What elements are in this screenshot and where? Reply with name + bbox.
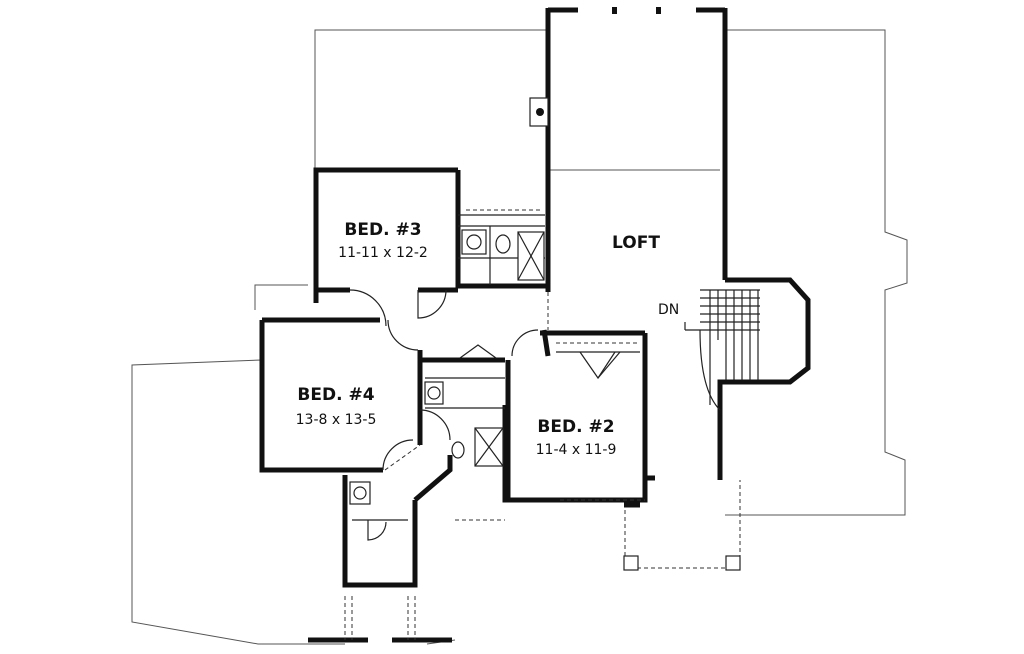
room-label-loft: LOFT (612, 233, 660, 253)
svg-text:11-11 x 12-2: 11-11 x 12-2 (338, 245, 428, 261)
room-label-bed2: BED. #2 11-4 x 11-9 (536, 417, 617, 458)
fixtures (349, 7, 741, 571)
svg-text:13-8 x 13-5: 13-8 x 13-5 (296, 412, 377, 428)
svg-text:11-4 x 11-9: 11-4 x 11-9 (536, 442, 617, 458)
svg-text:BED. #3: BED. #3 (344, 220, 421, 240)
door-swings (349, 289, 621, 541)
svg-text:BED. #4: BED. #4 (297, 385, 374, 405)
roof-outline (131, 29, 908, 645)
stair-down-label: DN (658, 302, 679, 318)
svg-text:LOFT: LOFT (612, 233, 660, 253)
staircase[interactable] (684, 289, 760, 411)
svg-text:BED. #2: BED. #2 (537, 417, 614, 437)
room-label-bed4: BED. #4 13-8 x 13-5 (296, 385, 377, 428)
interior-lines (344, 209, 645, 640)
room-label-bed3: BED. #3 11-11 x 12-2 (338, 220, 428, 261)
